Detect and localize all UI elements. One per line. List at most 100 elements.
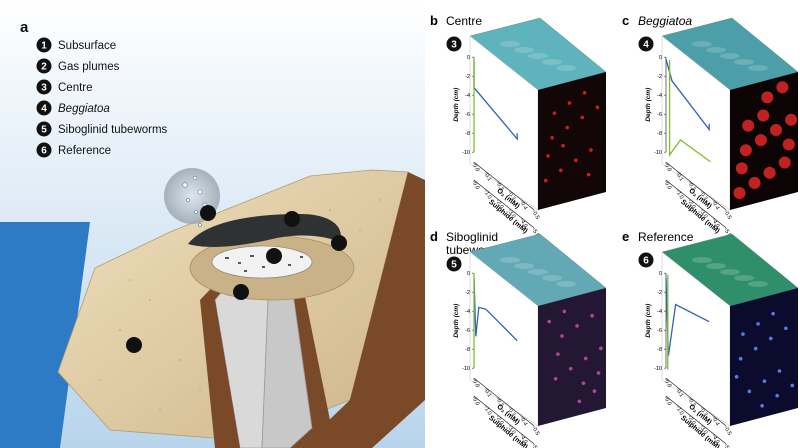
depth-tick-label: -2 xyxy=(465,74,470,80)
microscopy-face xyxy=(538,288,606,426)
seafloor-texture xyxy=(706,47,726,53)
seafloor-texture xyxy=(556,281,576,287)
o2-tick-label: 0.5 xyxy=(723,211,732,221)
microscopy-cell xyxy=(736,162,748,174)
microscopy-cell xyxy=(590,314,594,318)
microscopy-cell xyxy=(565,126,569,130)
depth-tick-label: -10 xyxy=(654,150,662,156)
microscopy-cell xyxy=(580,116,584,120)
microscopy-cell xyxy=(778,369,782,373)
panel-letter-a: a xyxy=(20,19,29,36)
microscopy-cell xyxy=(546,154,550,158)
microscopy-cell xyxy=(560,334,564,338)
seafloor-texture xyxy=(528,269,548,275)
microscopy-cell xyxy=(582,381,586,385)
profile-panels: bCentre30-2-4-6-8-10Depth (cm)0.00.10.20… xyxy=(430,13,798,448)
microscopy-cell xyxy=(763,379,767,383)
microscopy-cell xyxy=(556,352,560,356)
depth-tick-label: -4 xyxy=(465,309,470,315)
microscopy-cell xyxy=(764,167,776,179)
legend-number: 1 xyxy=(41,41,47,52)
microscopy-cell xyxy=(739,357,743,361)
legend-label: Centre xyxy=(58,82,93,94)
legend-number: 3 xyxy=(41,83,47,94)
microscopy-cell xyxy=(779,157,791,169)
microscopy-cell xyxy=(783,138,795,150)
o2-tick-label: 0.5 xyxy=(531,211,540,221)
depth-tick-label: 0 xyxy=(659,271,662,277)
marker-reference: 6 xyxy=(126,337,142,353)
microscopy-cell xyxy=(785,114,797,126)
microscopy-cell xyxy=(550,136,554,140)
depth-tick-label: -10 xyxy=(654,366,662,372)
seafloor-texture xyxy=(514,263,534,269)
depth-axis-label: Depth (cm) xyxy=(453,88,460,122)
microscopy-cell xyxy=(770,124,782,136)
microscopy-cell xyxy=(553,111,557,115)
legend-label: Gas plumes xyxy=(58,61,120,73)
microscopy-cell xyxy=(775,394,779,398)
depth-tick-label: 0 xyxy=(467,271,470,277)
depth-tick-label: -10 xyxy=(462,366,470,372)
svg-text:1: 1 xyxy=(238,288,244,299)
depth-tick-label: -8 xyxy=(657,347,662,353)
microscopy-cell xyxy=(769,337,773,341)
svg-text:4: 4 xyxy=(336,239,342,250)
microscopy-cell xyxy=(749,177,761,189)
legend-number: 5 xyxy=(41,125,47,136)
microscopy-cell xyxy=(761,91,773,103)
panel-title: Centre xyxy=(446,14,482,28)
centre-white-zone xyxy=(212,246,312,278)
seafloor-texture xyxy=(720,269,740,275)
depth-tick-label: -8 xyxy=(465,131,470,137)
o2-tick-label: 0.5 xyxy=(723,427,732,437)
svg-text:2: 2 xyxy=(205,209,211,220)
panel-title: Beggiatoa xyxy=(638,14,692,28)
sulphide-tick-label: 0.0 xyxy=(471,397,480,407)
profile-panel-d: dSiboglinidtubeworms50-2-4-6-8-10Depth (… xyxy=(430,229,606,448)
seafloor-texture xyxy=(748,65,768,71)
panel-letter: d xyxy=(430,229,438,244)
microscopy-cell xyxy=(757,109,769,121)
depth-axis-label: Depth (cm) xyxy=(645,88,652,122)
seafloor-texture xyxy=(514,47,534,53)
svg-text:6: 6 xyxy=(131,341,137,352)
microscopy-cell xyxy=(547,320,551,324)
microscopy-cell xyxy=(584,357,588,361)
svg-text:5: 5 xyxy=(289,215,295,226)
depth-axis-label: Depth (cm) xyxy=(645,304,652,338)
seafloor-texture xyxy=(500,257,520,263)
microscopy-cell xyxy=(544,179,548,183)
panel-title: Siboglinid xyxy=(446,230,498,244)
microscopy-cell xyxy=(756,322,760,326)
seafloor-texture xyxy=(734,59,754,65)
seafloor-texture xyxy=(500,41,520,47)
microscopy-cell xyxy=(561,144,565,148)
microscopy-face xyxy=(538,72,606,210)
depth-tick-label: -10 xyxy=(462,150,470,156)
sulphide-tick-label: 0.0 xyxy=(663,181,672,191)
microscopy-cell xyxy=(578,399,582,403)
microscopy-cell xyxy=(733,187,745,199)
microscopy-cell xyxy=(589,148,593,152)
panel-site-number: 6 xyxy=(643,256,649,267)
microscopy-cell xyxy=(754,347,758,351)
depth-tick-label: -4 xyxy=(657,93,662,99)
sulphide-tick-label: 0.0 xyxy=(663,397,672,407)
microscopy-cell xyxy=(748,390,752,394)
depth-tick-label: -6 xyxy=(657,328,662,334)
marker-centre: 3 xyxy=(266,248,282,264)
microscopy-cell xyxy=(563,310,567,314)
microscopy-cell xyxy=(771,312,775,316)
microscopy-cell xyxy=(554,377,558,381)
microscopy-cell xyxy=(574,158,578,162)
microscopy-cell xyxy=(559,169,563,173)
legend-item: 6Reference xyxy=(37,143,112,158)
depth-tick-label: -6 xyxy=(465,112,470,118)
depth-tick-label: -4 xyxy=(465,93,470,99)
